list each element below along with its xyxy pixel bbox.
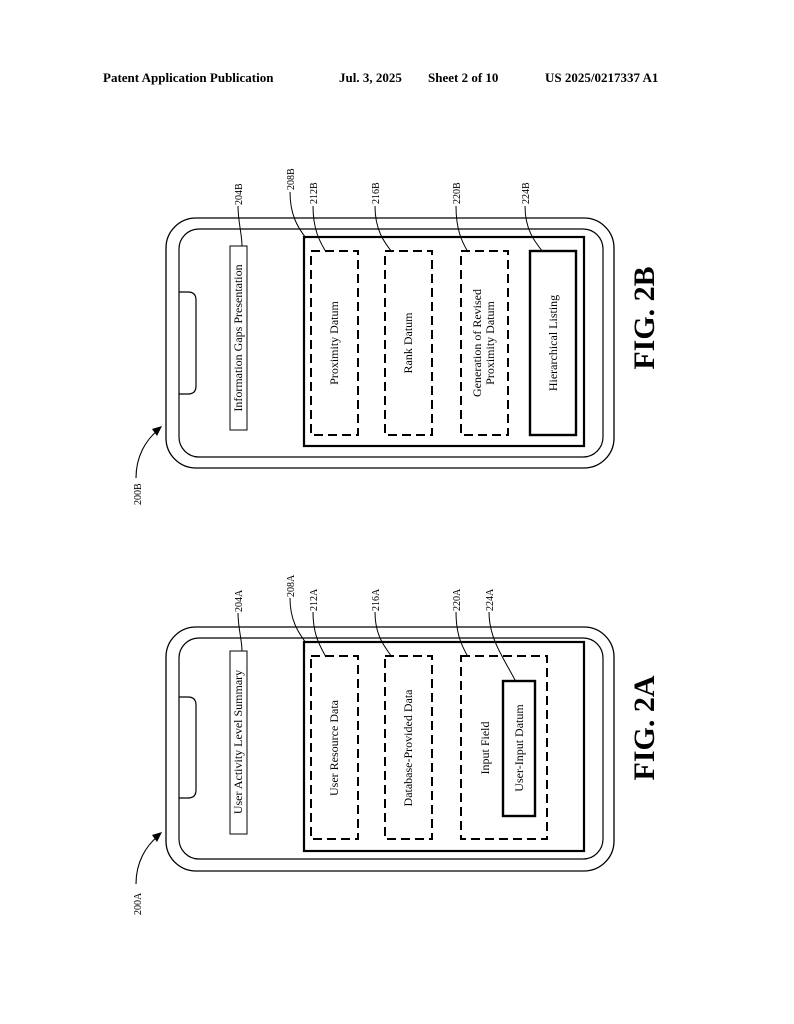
- leader-220a: [455, 611, 469, 658]
- leader-200b: [135, 429, 159, 479]
- caption-fig-2a: FIG. 2A: [628, 675, 661, 780]
- leader-200a: [135, 835, 159, 885]
- ref-224b: 224B: [521, 182, 532, 204]
- revised-proximity-box: [460, 250, 509, 436]
- device-outer-frame: [165, 626, 615, 872]
- database-provided-data-box: [384, 655, 433, 840]
- ref-204a: 204A: [234, 589, 245, 612]
- page-header: Patent Application Publication Jul. 3, 2…: [103, 70, 658, 85]
- ref-224a: 224A: [485, 588, 496, 611]
- rank-datum-label: Rank Datum: [401, 312, 415, 374]
- hierarchical-listing-label: Hierarchical Listing: [546, 295, 560, 391]
- ref-204b: 204B: [234, 183, 245, 205]
- device-outer-frame: [165, 217, 615, 469]
- caption-fig-2b: FIG. 2B: [628, 266, 661, 369]
- leader-220b: [455, 205, 469, 253]
- summary-label: Information Gaps Presentation: [231, 264, 245, 411]
- figure-2a: User Activity Level Summary User Resourc…: [133, 574, 661, 915]
- leader-204b: [237, 205, 243, 247]
- device-inner-frame: [178, 228, 604, 458]
- input-field-label: Input Field: [478, 722, 492, 775]
- user-resource-data-box: [310, 655, 359, 840]
- ref-200b: 200B: [133, 483, 144, 505]
- leader-216a: [374, 611, 393, 658]
- summary-box: [229, 245, 248, 431]
- ref-216b: 216B: [371, 182, 382, 204]
- content-panel: [302, 640, 586, 853]
- ref-220a: 220A: [452, 588, 463, 611]
- device-notch: [179, 291, 197, 395]
- leader-204a: [237, 612, 243, 652]
- summary-label: User Activity Level Summary: [231, 670, 245, 814]
- ref-212a: 212A: [309, 588, 320, 611]
- ref-208a: 208A: [286, 574, 297, 597]
- ref-220b: 220B: [452, 182, 463, 204]
- rank-datum-box: [384, 250, 433, 436]
- user-input-datum-box: [501, 679, 537, 818]
- arrowhead-200a: [152, 832, 162, 842]
- device-notch: [179, 696, 197, 799]
- input-field-box: [460, 655, 548, 840]
- ref-208b: 208B: [286, 168, 297, 190]
- ref-200a: 200A: [133, 892, 144, 915]
- leader-208a: [289, 597, 307, 644]
- figure-2b: Information Gaps Presentation Proximity …: [133, 168, 661, 505]
- ref-212b: 212B: [309, 182, 320, 204]
- content-panel: [302, 235, 586, 448]
- revised-proximity-label-line2: Proximity Datum: [483, 301, 497, 385]
- revised-proximity-label-line1: Generation of Revised: [470, 289, 484, 397]
- leader-216b: [374, 205, 393, 253]
- user-input-datum-label: User-Input Datum: [512, 704, 526, 792]
- leader-212b: [312, 205, 327, 253]
- leader-208b: [289, 191, 307, 239]
- header-publication: Patent Application Publication: [103, 70, 274, 85]
- ref-216a: 216A: [371, 588, 382, 611]
- header-number: US 2025/0217337 A1: [545, 70, 658, 85]
- arrowhead-200b: [152, 426, 162, 436]
- hierarchical-listing-box: [528, 249, 578, 437]
- leader-224b: [524, 205, 544, 253]
- proximity-datum-label: Proximity Datum: [327, 301, 341, 385]
- leader-224a: [488, 611, 517, 683]
- proximity-datum-box: [310, 250, 359, 436]
- user-resource-data-label: User Resource Data: [327, 699, 341, 796]
- header-date: Jul. 3, 2025: [339, 70, 402, 85]
- summary-box: [229, 650, 248, 835]
- database-provided-data-label: Database-Provided Data: [401, 689, 415, 807]
- header-sheet: Sheet 2 of 10: [428, 70, 498, 85]
- device-inner-frame: [178, 637, 604, 860]
- leader-212a: [312, 611, 327, 658]
